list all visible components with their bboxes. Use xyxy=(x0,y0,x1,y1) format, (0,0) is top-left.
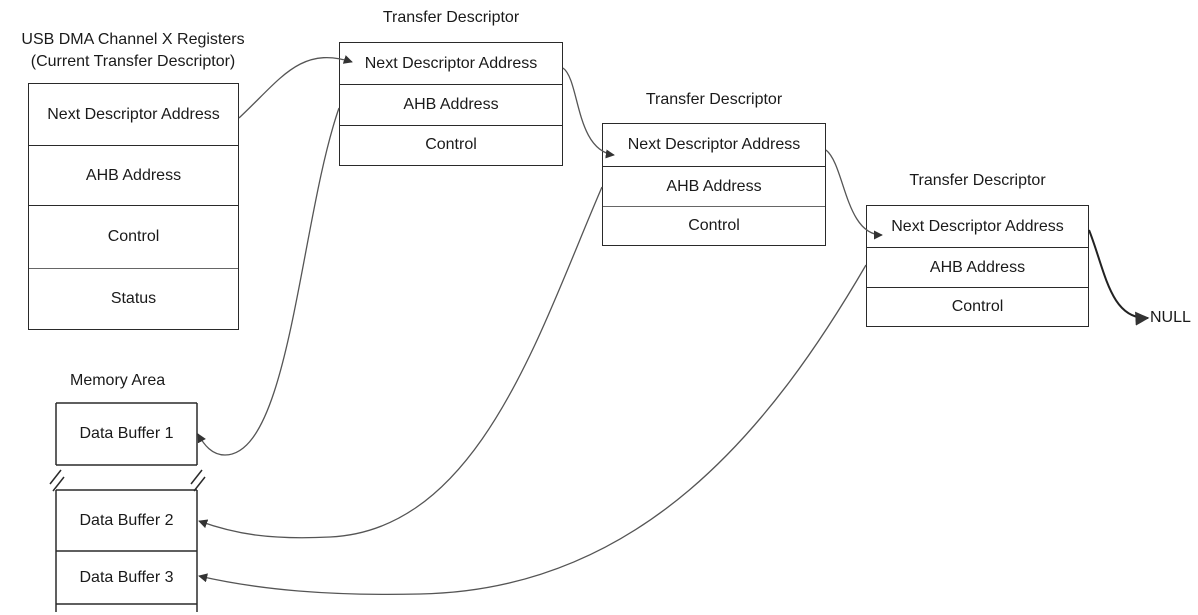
descriptor-1-title: Transfer Descriptor xyxy=(382,9,520,26)
descriptor-2-ahb-address: AHB Address xyxy=(603,166,825,206)
arrow-descriptor-1-to-buffer-1 xyxy=(197,107,340,456)
arrow-descriptor-3-to-buffer-3 xyxy=(198,264,867,596)
arrow-descriptor-3-to-null xyxy=(1088,229,1150,326)
descriptor-1-table: Next Descriptor Address AHB Address Cont… xyxy=(339,42,563,166)
arrow-descriptor-2-to-descriptor-3 xyxy=(825,149,883,240)
registers-control: Control xyxy=(29,205,238,268)
memory-area-title: Memory Area xyxy=(70,372,166,389)
descriptor-2-control: Control xyxy=(603,206,825,244)
data-buffer-2: Data Buffer 2 xyxy=(79,511,174,529)
arrow-registers-to-descriptor-1 xyxy=(238,55,353,119)
arrow-descriptor-1-to-descriptor-2 xyxy=(562,67,615,159)
registers-title-line1: USB DMA Channel X Registers xyxy=(21,31,245,48)
descriptor-1-ahb-address: AHB Address xyxy=(340,84,562,125)
descriptor-2-title: Transfer Descriptor xyxy=(645,91,783,108)
data-buffer-1: Data Buffer 1 xyxy=(79,425,174,442)
descriptor-3-ahb-address: AHB Address xyxy=(867,247,1088,287)
descriptor-3-control: Control xyxy=(867,287,1088,325)
descriptor-2-next-descriptor-address: Next Descriptor Address xyxy=(627,136,801,153)
descriptor-1-next-descriptor-address: Next Descriptor Address xyxy=(364,54,538,72)
registers-status: Status xyxy=(29,268,238,328)
registers-table: Next Descriptor Address AHB Address Cont… xyxy=(28,83,239,330)
descriptor-3-table: Next Descriptor Address AHB Address Cont… xyxy=(866,205,1089,327)
arrow-descriptor-2-to-buffer-2 xyxy=(198,186,603,539)
descriptor-2-table: Next Descriptor Address AHB Address Cont… xyxy=(602,123,826,246)
descriptor-3-title: Transfer Descriptor xyxy=(909,172,1046,189)
memory-area-outline xyxy=(55,402,198,612)
null-label: NULL xyxy=(1150,309,1191,326)
descriptor-3-next-descriptor-address: Next Descriptor Address xyxy=(891,217,1064,235)
registers-ahb-address: AHB Address xyxy=(29,145,238,205)
registers-title-line2: (Current Transfer Descriptor) xyxy=(30,53,236,70)
descriptor-1-control: Control xyxy=(340,125,562,164)
memory-break-marks xyxy=(49,469,206,492)
data-buffer-3: Data Buffer 3 xyxy=(79,568,174,586)
registers-next-descriptor-address: Next Descriptor Address xyxy=(47,105,220,123)
